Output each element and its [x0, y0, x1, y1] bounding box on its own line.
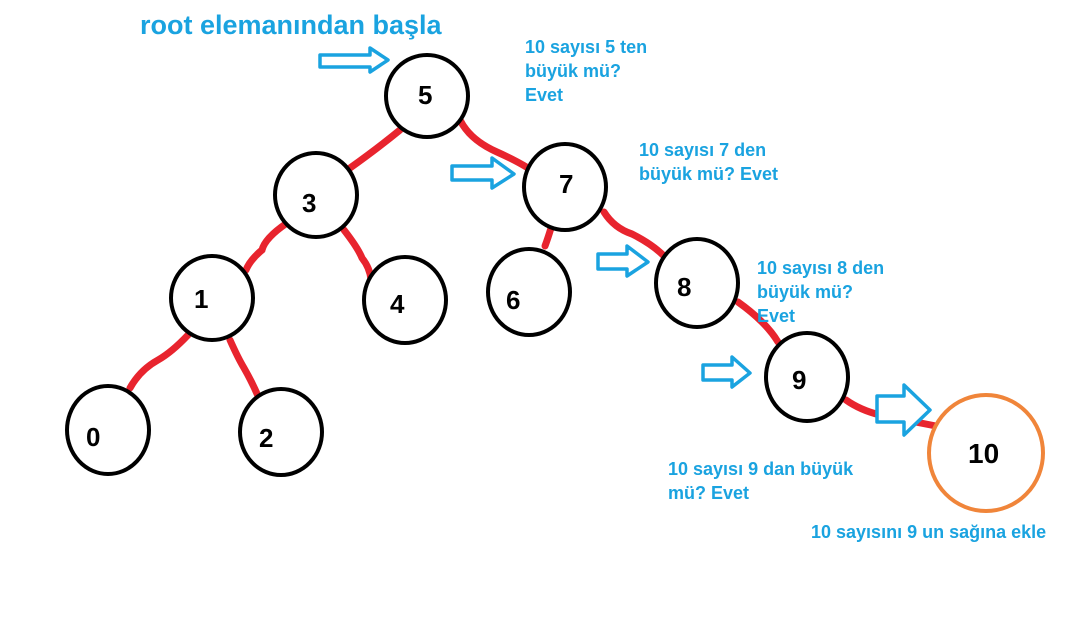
node-9-circle — [764, 331, 850, 423]
edge-5-7 — [456, 116, 532, 172]
node-1-circle — [169, 254, 255, 342]
node-8-label: 8 — [677, 272, 691, 302]
node-labels: 5 3 7 1 4 6 8 0 2 9 10 — [86, 80, 999, 469]
note-compare-5-line3: Evet — [525, 85, 564, 105]
edge-7-8 — [600, 208, 668, 260]
edge-1-0 — [126, 331, 192, 392]
node-4-label: 4 — [390, 289, 405, 319]
note-compare-7-line1: 10 sayısı 7 den — [639, 140, 767, 160]
node-4-circle — [362, 255, 448, 345]
arrow-right-icon — [596, 244, 650, 278]
edge-3-1 — [242, 219, 291, 274]
note-compare-5-line2: büyük mü? — [525, 61, 622, 81]
node-3-label: 3 — [302, 188, 316, 218]
node-2-label: 2 — [259, 423, 273, 453]
edge-5-3 — [346, 126, 404, 172]
note-compare-7-line2: büyük mü? Evet — [639, 164, 779, 184]
note-insert: 10 sayısını 9 un sağına ekle — [811, 520, 1046, 544]
node-2-circle — [238, 387, 324, 477]
note-compare-8-line3: Evet — [757, 306, 796, 326]
node-8-circle — [654, 237, 740, 329]
node-6-label: 6 — [506, 285, 520, 315]
note-compare-5-line1: 10 sayısı 5 ten — [525, 37, 648, 57]
node-5-label: 5 — [418, 80, 432, 110]
node-0-label: 0 — [86, 422, 100, 452]
note-compare-7: 10 sayısı 7 den büyük mü? Evet — [639, 138, 778, 186]
node-10-circle — [927, 393, 1045, 513]
node-10-label: 10 — [968, 438, 999, 469]
note-compare-8-line2: büyük mü? — [757, 282, 854, 302]
edge-8-9 — [734, 298, 782, 346]
nodes — [65, 53, 1045, 513]
note-compare-9: 10 sayısı 9 dan büyük mü? Evet — [668, 457, 853, 505]
node-7-circle — [522, 142, 608, 232]
arrow-right-icon — [701, 355, 752, 389]
node-0-circle — [65, 384, 151, 476]
arrow-right-icon — [450, 156, 516, 190]
diagram-title: root elemanından başla — [140, 10, 442, 40]
edge-7-6 — [541, 224, 555, 250]
edge-1-2 — [226, 336, 262, 400]
edge-3-4 — [340, 226, 375, 284]
note-compare-9-line2: mü? Evet — [668, 483, 750, 503]
note-compare-8-line1: 10 sayısı 8 den — [757, 258, 885, 278]
note-compare-8: 10 sayısı 8 den büyük mü? Evet — [757, 256, 884, 328]
node-6-circle — [486, 247, 572, 337]
node-1-label: 1 — [194, 284, 208, 314]
node-7-label: 7 — [559, 169, 573, 199]
note-compare-5: 10 sayısı 5 ten büyük mü? Evet — [525, 35, 647, 107]
arrow-right-icon — [875, 383, 932, 437]
note-insert-text: 10 sayısını 9 un sağına ekle — [811, 522, 1047, 542]
note-compare-9-line1: 10 sayısı 9 dan büyük — [668, 459, 854, 479]
arrows — [318, 46, 932, 437]
arrow-right-icon — [318, 46, 390, 74]
node-3-circle — [273, 151, 359, 239]
node-5-circle — [384, 53, 470, 139]
node-9-label: 9 — [792, 365, 806, 395]
